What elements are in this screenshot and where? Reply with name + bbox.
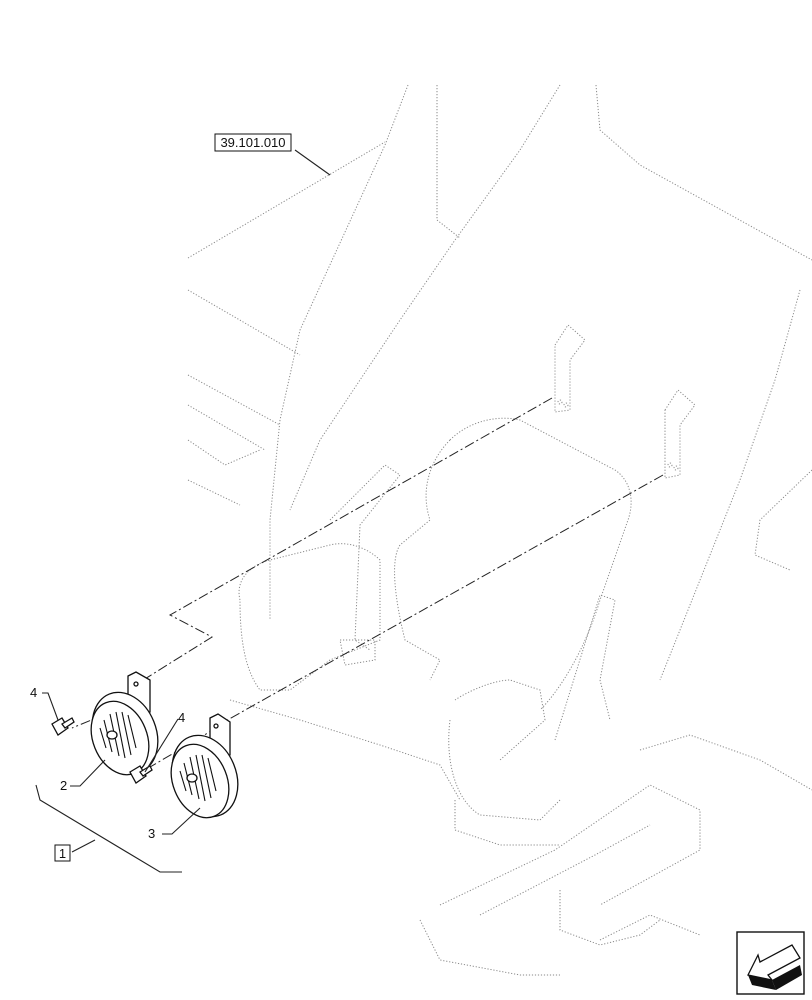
console-outline [439,784,701,946]
mounting-bracket-left [554,324,586,413]
reference-label[interactable]: 39.101.010 [214,133,292,152]
callout-4-lower: 4 [178,710,185,725]
horn-assembly-3 [170,713,239,819]
svg-text:1: 1 [59,846,66,861]
machine-body-outline [187,84,812,976]
assembly-lines [71,397,664,771]
callout-1[interactable]: 1 [54,844,71,862]
callout-3: 3 [148,826,155,841]
horn-assembly-2 [90,671,159,776]
bolt-4a [51,717,75,736]
mounting-bracket-right [664,389,696,479]
leader-lines [35,149,331,873]
seat-outline [238,417,632,846]
callout-2: 2 [60,778,67,793]
callout-4-upper: 4 [30,685,37,700]
arrow-left-icon[interactable] [736,931,805,995]
svg-text:39.101.010: 39.101.010 [220,135,285,150]
